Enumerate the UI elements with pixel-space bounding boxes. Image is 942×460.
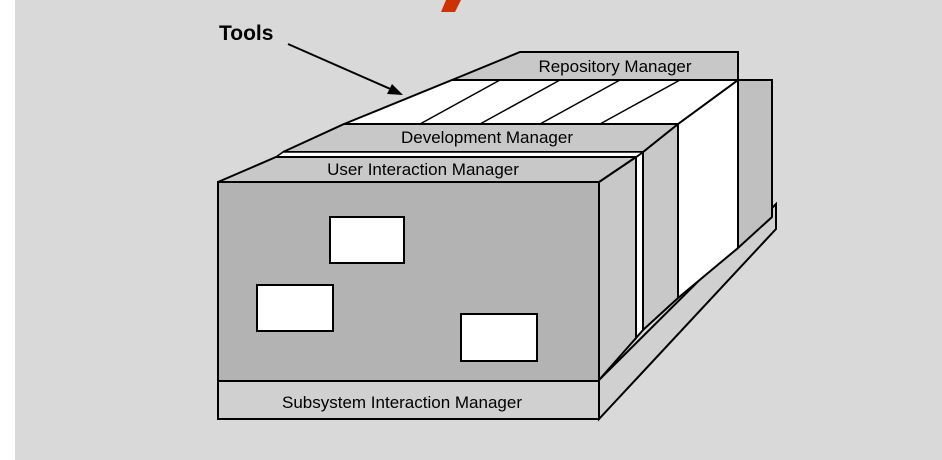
development-manager-label: Development Manager — [401, 128, 573, 147]
repository-manager-label: Repository Manager — [538, 57, 691, 76]
tools-strip-dividers — [419, 79, 681, 125]
white-side-panel-front — [635, 150, 644, 341]
subsystem-interaction-manager-strip — [217, 380, 600, 420]
window-1 — [329, 216, 405, 264]
subsystem-interaction-manager-label: Subsystem Interaction Manager — [282, 393, 522, 412]
tools-arrow — [287, 43, 403, 95]
development-manager-side — [642, 121, 679, 333]
repository-manager-side — [737, 79, 773, 251]
front-face — [217, 181, 600, 382]
window-2 — [256, 284, 334, 332]
tools-label: Tools — [219, 22, 273, 45]
window-3 — [460, 313, 538, 362]
user-interaction-manager-label: User Interaction Manager — [327, 160, 519, 179]
accent-mark — [441, 0, 461, 12]
